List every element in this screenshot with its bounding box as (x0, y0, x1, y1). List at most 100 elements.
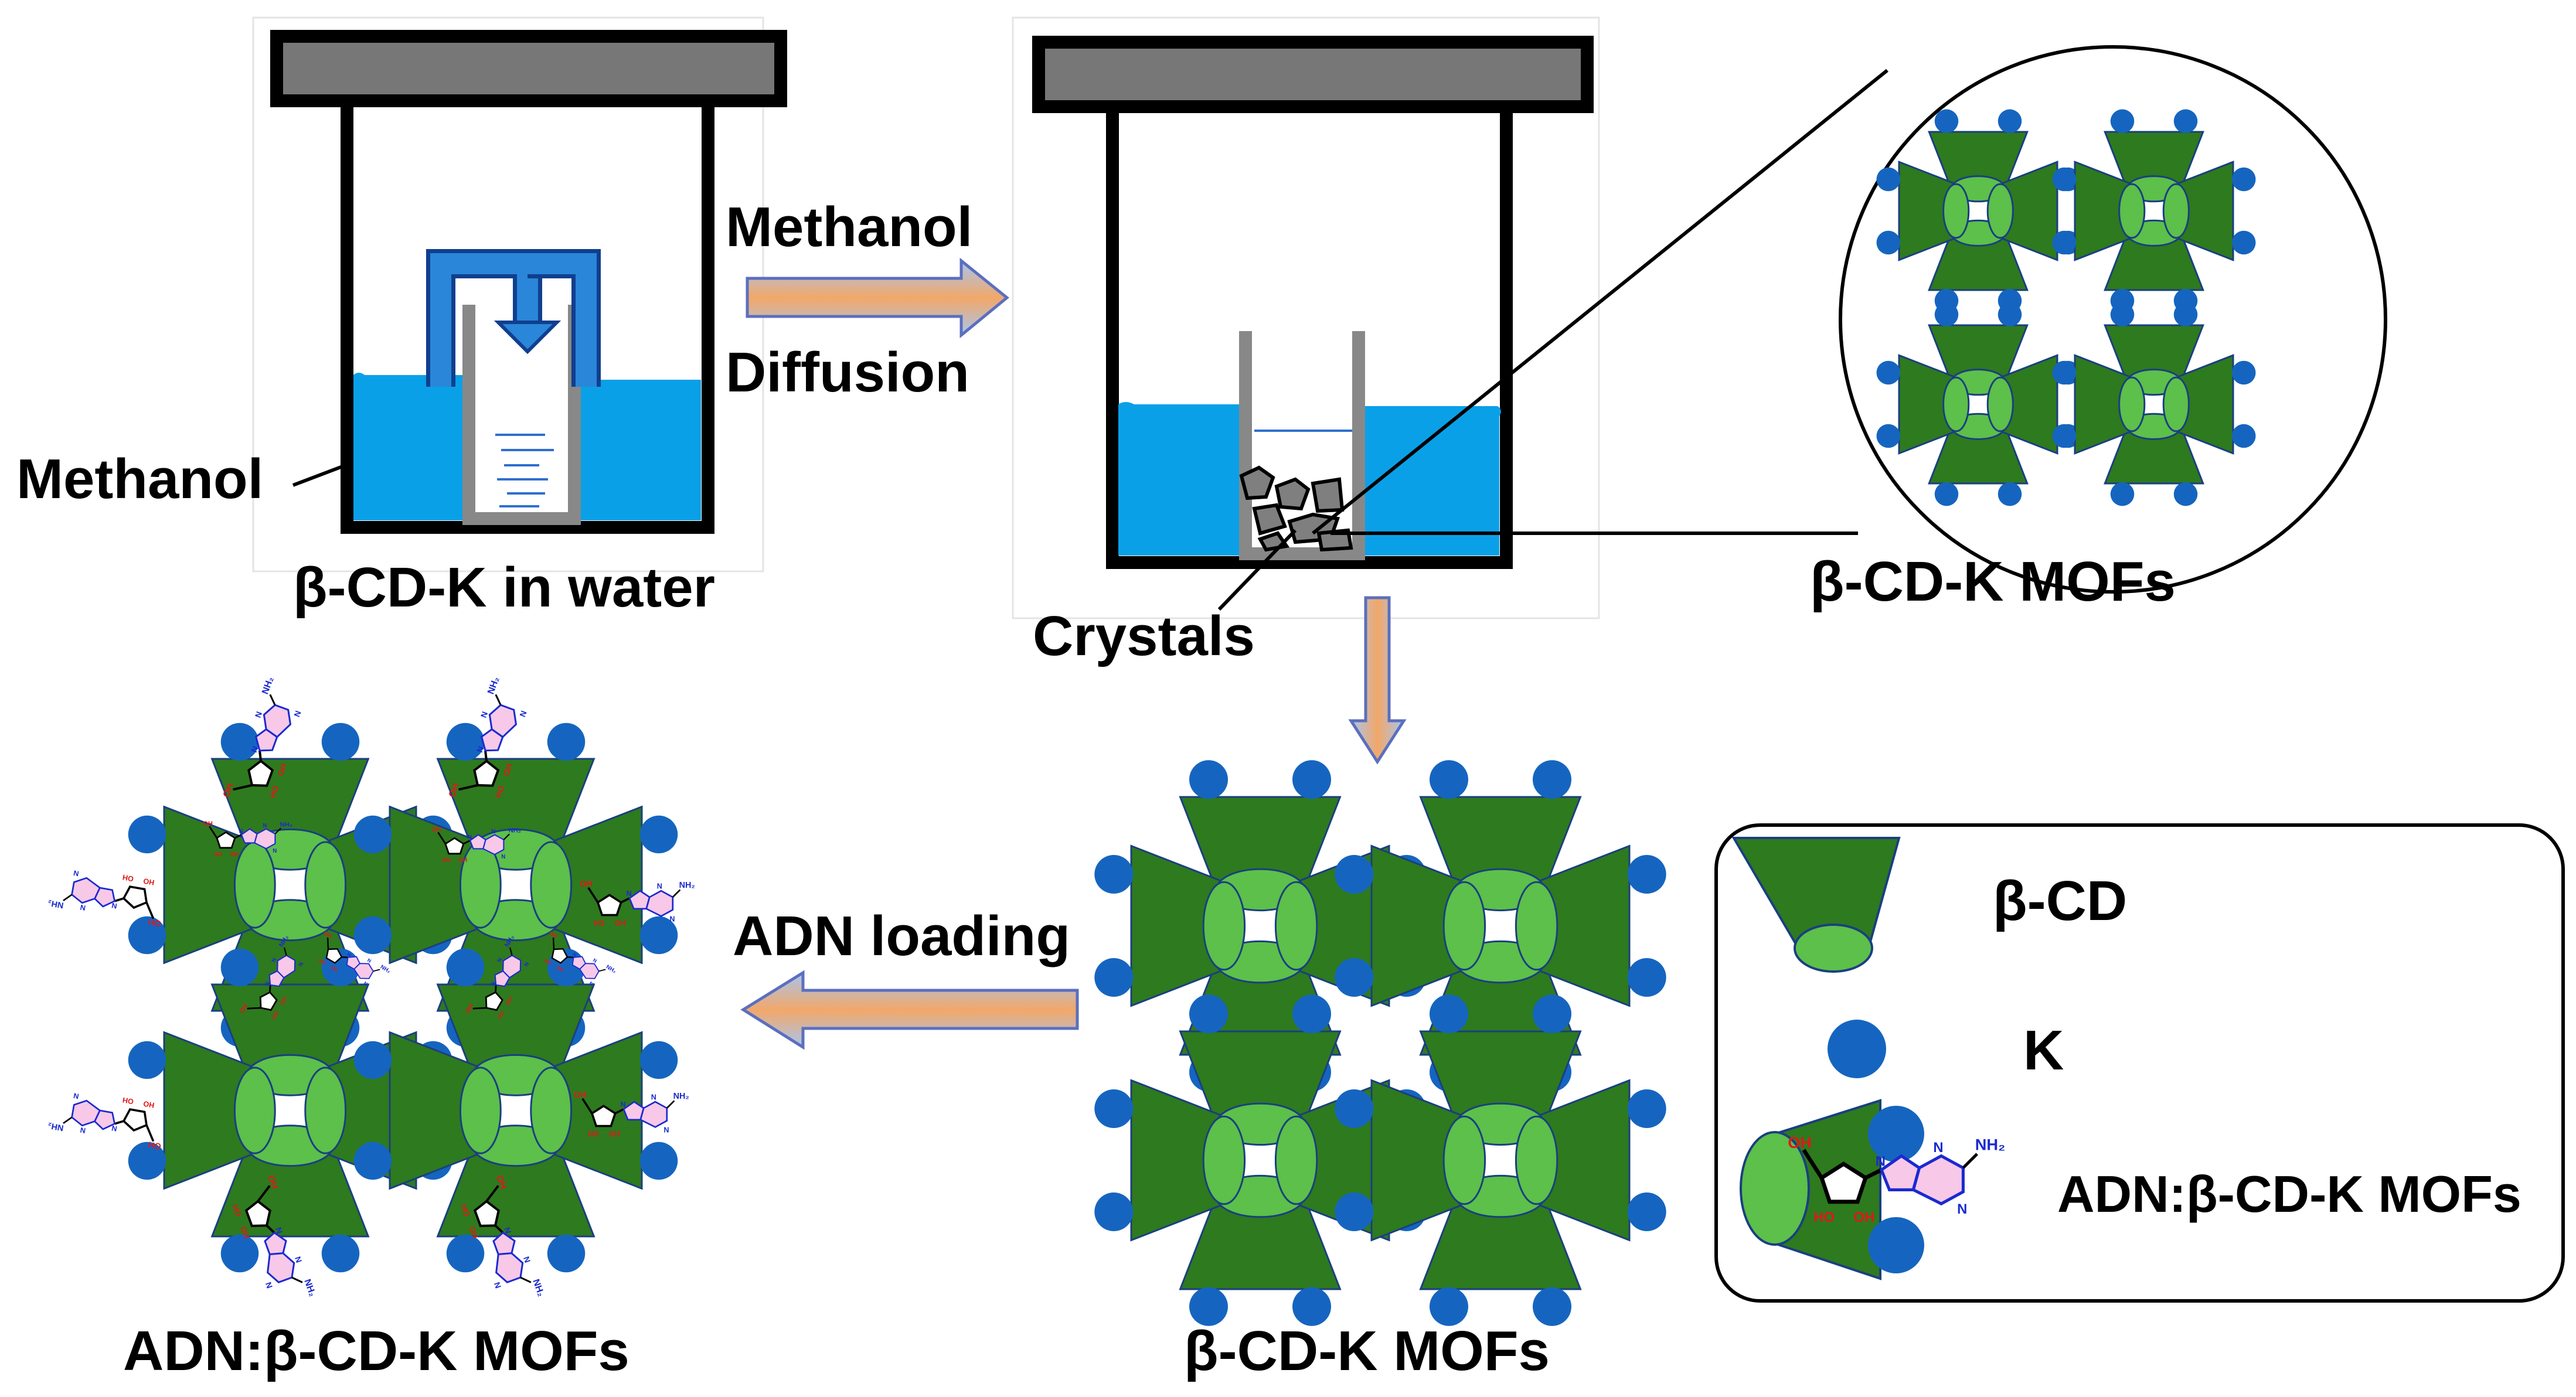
beta-cd-rim (2118, 376, 2146, 432)
k-ion (1934, 302, 1959, 327)
ribose-ring (247, 759, 274, 787)
bond (494, 1224, 504, 1234)
beaker-setup-1 (252, 16, 787, 573)
ho-label: HO (594, 919, 605, 928)
bond (63, 894, 73, 901)
beta-cd-rim (1442, 1115, 1486, 1205)
water-left-2 (1118, 402, 1243, 556)
nh2-label: NH₂ (1975, 1135, 2005, 1153)
k-ion (1094, 855, 1134, 894)
k-ion (1533, 994, 1571, 1034)
mof-unit (2052, 302, 2256, 506)
k-ion (1627, 958, 1666, 997)
k-ion (1997, 109, 2022, 134)
beta-cd-rim (304, 1067, 347, 1154)
k-ion (1997, 482, 2022, 506)
ho-label: HO (142, 877, 155, 887)
n-label: N (297, 961, 305, 968)
pyrimidine-ring (353, 963, 374, 979)
arrow-left-adn-loading (740, 970, 1079, 1050)
mof-caption: β-CD-K MOFs (1184, 1320, 1550, 1382)
bond (567, 956, 574, 959)
oh-label: OH (239, 1225, 251, 1240)
n-label: N (523, 961, 530, 968)
pyrimidine-ring (263, 704, 292, 738)
pyrimidine-ring (502, 955, 522, 979)
n-label: N (111, 1124, 117, 1133)
k-ion (1189, 1287, 1228, 1326)
ribose-ring (122, 1108, 148, 1132)
beta-cd-rim (2162, 376, 2190, 432)
k-ion (2231, 167, 2256, 192)
legend-k-label: K (2023, 1019, 2064, 1082)
n-label: N (363, 980, 369, 987)
bond (326, 937, 329, 950)
n-label: N (489, 980, 497, 987)
bond (114, 897, 124, 902)
k-ion (1627, 1192, 1666, 1231)
nh2-label: NH₂ (673, 1092, 689, 1101)
ho-label: HO (267, 784, 280, 799)
pyrimidine-ring (579, 963, 600, 979)
bond (495, 984, 497, 993)
n-label: N (346, 951, 352, 958)
beaker-setup-2 (1012, 16, 1600, 619)
k-ion (2110, 302, 2135, 327)
k-ion (2231, 230, 2256, 255)
k-ion (1876, 230, 1901, 255)
bond (509, 947, 513, 956)
beta-cd-rim (459, 1067, 502, 1154)
n-label: N (73, 868, 79, 877)
beta-cd-rim (1202, 881, 1246, 971)
nh2-label: NH₂ (486, 676, 501, 696)
k-ion (1430, 760, 1468, 799)
bond (269, 984, 271, 993)
bond (587, 887, 599, 903)
pyrimidine-ring (71, 1099, 101, 1127)
nh2-label: NH₂ (530, 1278, 546, 1298)
k-ion (446, 1234, 485, 1273)
beta-cd-rim (1274, 881, 1318, 971)
pyrimidine-ring (495, 1252, 524, 1283)
n-label: N (80, 1126, 86, 1134)
n-label: N (1876, 1154, 1886, 1170)
oh-label: OH (615, 919, 626, 928)
beta-cd-rim (1942, 376, 1970, 432)
beta-cd-rim (1986, 183, 2014, 239)
bond (266, 1224, 275, 1234)
ribose-ring (325, 948, 343, 964)
methanol-label: Methanol (16, 448, 263, 510)
ribose-ring (216, 831, 236, 849)
bond (233, 784, 253, 791)
k-ion (2173, 302, 2198, 327)
mof-unit (1335, 994, 1666, 1326)
bond (258, 750, 263, 761)
n-label: N (468, 834, 472, 841)
n-label: N (627, 890, 632, 898)
nh2-label: NH₂ (47, 898, 64, 909)
oh-label: OH (431, 826, 441, 833)
n-label: N (588, 980, 594, 987)
k-ion (1335, 1089, 1374, 1128)
bond (114, 1120, 124, 1125)
nh2-label: NH₂ (679, 881, 695, 890)
bond (458, 784, 478, 791)
bond (484, 750, 488, 761)
oh-label: OH (148, 916, 162, 928)
adn-loading-label: ADN loading (733, 905, 1070, 967)
ribose-ring (551, 948, 569, 964)
ho-label: HO (442, 857, 451, 864)
arrow-down (1348, 596, 1407, 765)
ribose-ring (596, 894, 622, 916)
ribose-ring (485, 991, 503, 1011)
k-ion (1094, 1192, 1134, 1231)
arrow-right-diffusion (746, 257, 1009, 339)
beta-cd-rim (1515, 1115, 1558, 1205)
beta-cd-rim (2118, 183, 2146, 239)
n-label: N (492, 1281, 503, 1290)
